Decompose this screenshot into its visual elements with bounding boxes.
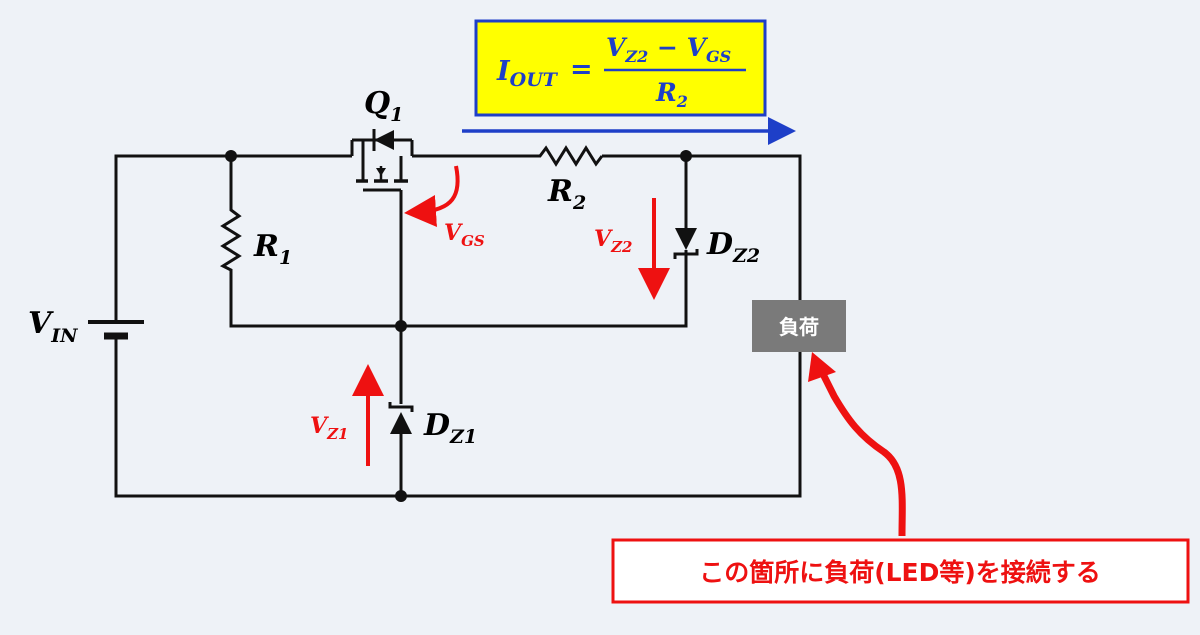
wire-top-left [114,154,352,322]
formula-lhs: IOUT [496,56,559,91]
zener-dz2-triangle [675,228,697,250]
note-pointer-arrow [816,366,906,537]
mosfet-body-diode [374,130,394,150]
battery-vin [88,320,144,340]
formula-denominator: R2 [655,78,688,111]
load-box-frame [752,300,846,352]
note-pointer-head [808,352,836,382]
mosfet-arrow-head [376,168,386,176]
junction-dz2-top [680,150,692,162]
formula-numerator: VZ2 − VGS [606,33,731,66]
wires [114,154,802,498]
label-r1: R1 [253,229,292,269]
zener-dz1 [388,402,414,434]
resistor-r1 [219,206,242,274]
label-dz1: DZ1 [423,408,477,448]
label-vgs: VGS [444,220,485,250]
arrow-vgs [404,165,460,227]
formula-box: IOUT = VZ2 − VGS R2 [474,19,767,117]
label-dz2: DZ2 [706,227,760,267]
note-box: この箇所に負荷(LED等)を接続する [611,538,1190,604]
wire-top-right [602,154,802,352]
mosfet-q1 [350,129,414,202]
zener-dz1-triangle [390,412,412,434]
formula-equals: = [570,54,593,85]
label-vz1: VZ1 [310,413,348,443]
resistor-r2 [536,145,604,167]
wire-middle [229,268,688,328]
junction-gate [395,320,407,332]
junction-bottom [395,490,407,502]
junction-r1-top [225,150,237,162]
label-vz2: VZ2 [594,226,632,256]
note-text: この箇所に負荷(LED等)を接続する [699,558,1101,587]
note-box-frame [611,538,1190,604]
label-q1: Q1 [364,86,403,126]
load-box: 負荷 [752,300,846,352]
formula-box-frame [474,19,767,117]
label-r2: R2 [547,174,586,214]
zener-dz2 [673,228,699,268]
load-label: 負荷 [779,315,819,339]
label-vin: VIN [28,306,78,347]
wire-bottom [114,336,802,498]
zener-dz1-bar [388,402,414,412]
